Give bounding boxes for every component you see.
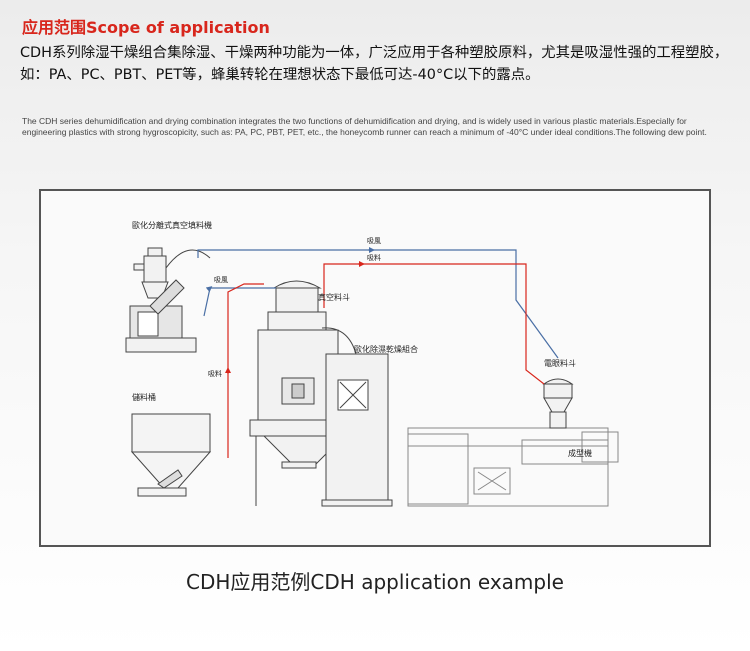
vacuum-loader — [125, 247, 211, 353]
label-dehumidifier: 歐化除濕乾燥組合 — [354, 344, 418, 354]
label-return-air-top: 吸風 — [367, 237, 381, 245]
dehumidifier-dryer — [249, 280, 393, 507]
material-arrows — [225, 261, 365, 374]
label-electric-hopper: 電眼料斗 — [544, 358, 576, 368]
label-vacuum-loader: 歐化分離式真空填料機 — [132, 220, 212, 230]
chinese-description: CDH系列除湿干燥组合集除湿、干燥两种功能为一体，广泛应用于各种塑胶原料，尤其是… — [20, 45, 729, 83]
diagram-svg: 歐化分離式真空填料機 吸風 吸料 吸風 真空料斗 吸料 歐化除濕乾燥組合 儲料桶… — [39, 189, 711, 547]
label-storage-bin: 儲料桶 — [132, 392, 156, 402]
page-title: 应用范围Scope of application — [22, 18, 270, 37]
label-vacuum-hopper: 真空料斗 — [318, 292, 350, 302]
air-return-lines — [197, 249, 559, 359]
label-suction-left: 吸料 — [208, 369, 222, 378]
diagram-caption: CDH应用范例CDH application example — [186, 570, 564, 594]
material-suction-lines — [227, 263, 545, 458]
english-description: The CDH series dehumidification and dryi… — [22, 116, 707, 137]
storage-bin — [130, 413, 212, 497]
label-molding-machine: 成型機 — [568, 448, 592, 458]
application-diagram: 歐化分離式真空填料機 吸風 吸料 吸風 真空料斗 吸料 歐化除濕乾燥組合 儲料桶… — [38, 188, 712, 548]
label-return-air-left: 吸風 — [214, 276, 228, 284]
label-suction-top: 吸料 — [367, 253, 381, 262]
electric-eye-hopper — [542, 378, 574, 429]
molding-machine — [407, 427, 619, 507]
